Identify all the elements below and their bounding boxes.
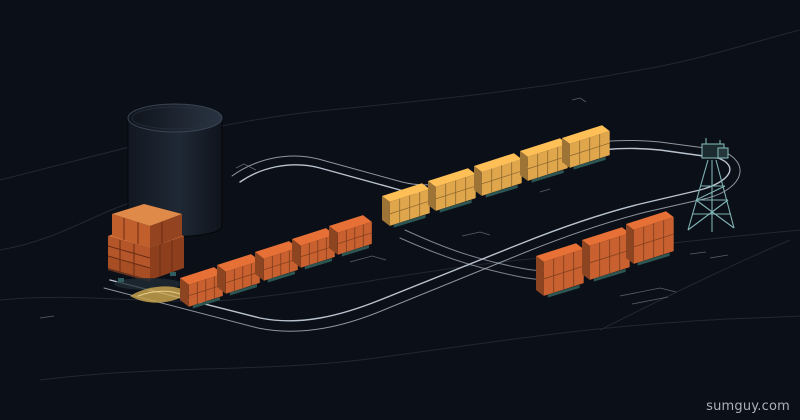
freight-car-tan (520, 138, 568, 183)
crate-stack (107, 204, 184, 290)
freight-car-tan (382, 183, 430, 228)
freight-car-orange (217, 254, 260, 296)
freight-car-orange (329, 215, 372, 257)
freight-car-tan (428, 168, 476, 213)
tan-freight-train (382, 125, 610, 228)
watermark-text: sumguy.com (706, 399, 790, 414)
freight-car-orange (255, 241, 298, 283)
shipping-crate (582, 227, 630, 282)
shipping-crate (626, 211, 674, 266)
material-pile (130, 286, 188, 303)
shipping-crate-row (536, 211, 674, 298)
freight-car-tan (474, 153, 522, 198)
ground-markings (39, 97, 729, 319)
signal-tower (687, 138, 735, 232)
freight-car-tan (562, 125, 610, 170)
orange-freight-train (180, 215, 372, 309)
freight-car-orange (180, 267, 223, 309)
freight-car-orange (292, 228, 335, 270)
shipping-crate (536, 243, 584, 298)
